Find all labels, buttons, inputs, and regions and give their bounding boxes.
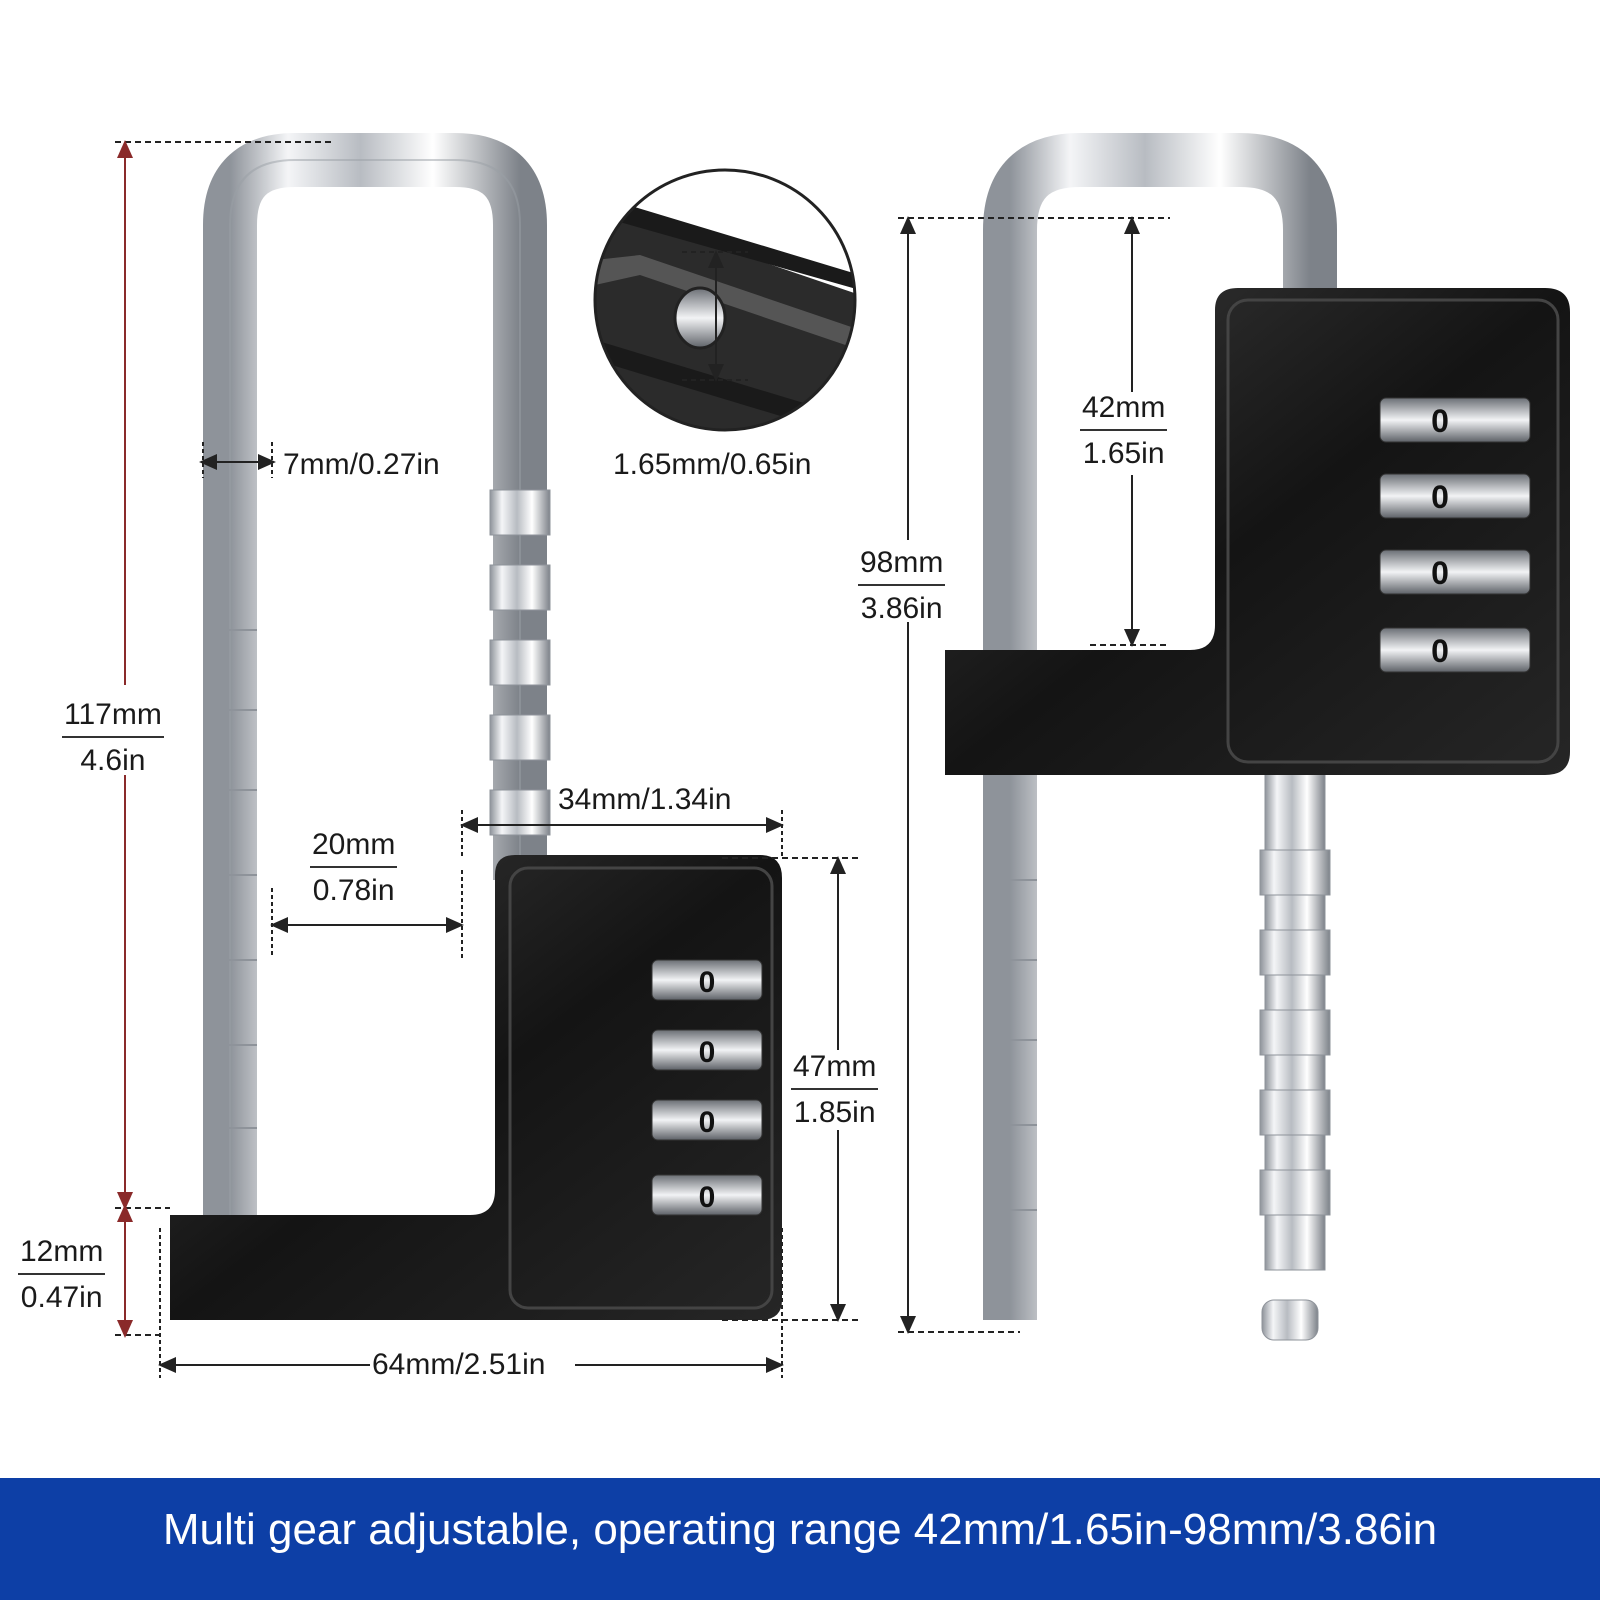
left-dial-stack	[651, 959, 763, 1216]
left-dial-3: 0	[699, 1106, 716, 1139]
shackle-diameter-label: 7mm/0.27in	[283, 448, 440, 481]
body-height-mm: 47mm	[791, 1052, 879, 1090]
inner-width-label: 20mm 0.78in	[310, 830, 398, 907]
right-dial-1: 0	[1431, 403, 1449, 439]
left-shackle-steps	[489, 489, 551, 836]
min-range-label: 42mm 1.65in	[1080, 393, 1168, 470]
right-dial-4: 0	[1431, 633, 1449, 669]
dimension-lines	[115, 140, 1170, 1378]
left-dial-4: 0	[699, 1181, 716, 1214]
right-dial-stack	[1379, 397, 1531, 673]
left-dial-2: 0	[699, 1036, 716, 1069]
base-thickness-in: 0.47in	[20, 1281, 103, 1314]
total-height-in: 4.6in	[80, 744, 146, 777]
left-shackle-notches	[203, 629, 257, 1129]
min-range-in: 1.65in	[1082, 437, 1165, 470]
total-height-mm: 117mm	[62, 700, 164, 738]
total-height-label: 117mm 4.6in	[62, 700, 164, 776]
right-shackle	[983, 133, 1337, 1320]
left-dial-digits: 0 0 0 0	[699, 966, 716, 1214]
left-padlock	[170, 133, 782, 1320]
overall-width-label: 64mm/2.51in	[372, 1348, 546, 1381]
right-shackle-steps	[1259, 769, 1331, 1341]
min-range-mm: 42mm	[1080, 393, 1168, 431]
left-lock-body	[170, 855, 782, 1320]
base-thickness-label: 12mm 0.47in	[18, 1237, 106, 1314]
pin-hole-label: 1.65mm/0.65in	[613, 448, 812, 481]
right-dial-2: 0	[1431, 479, 1449, 515]
right-dial-digits: 0 0 0 0	[1431, 403, 1449, 669]
inner-width-in: 0.78in	[312, 874, 395, 907]
left-dial-1: 0	[699, 966, 716, 999]
right-dial-3: 0	[1431, 555, 1449, 591]
left-shackle	[203, 133, 547, 1225]
inner-width-mm: 20mm	[310, 830, 398, 868]
body-width-label: 34mm/1.34in	[558, 783, 732, 816]
base-thickness-mm: 12mm	[18, 1237, 106, 1275]
right-lock-body	[945, 288, 1570, 775]
pin-hole-detail	[593, 168, 857, 432]
body-height-label: 47mm 1.85in	[791, 1052, 879, 1129]
right-padlock	[945, 133, 1570, 1341]
max-range-label: 98mm 3.86in	[858, 548, 946, 625]
body-height-in: 1.85in	[793, 1096, 876, 1129]
footer-banner	[0, 1478, 1600, 1600]
banner-caption: Multi gear adjustable, operating range 4…	[162, 1505, 1438, 1554]
max-range-mm: 98mm	[858, 548, 946, 586]
max-range-in: 3.86in	[860, 592, 943, 625]
